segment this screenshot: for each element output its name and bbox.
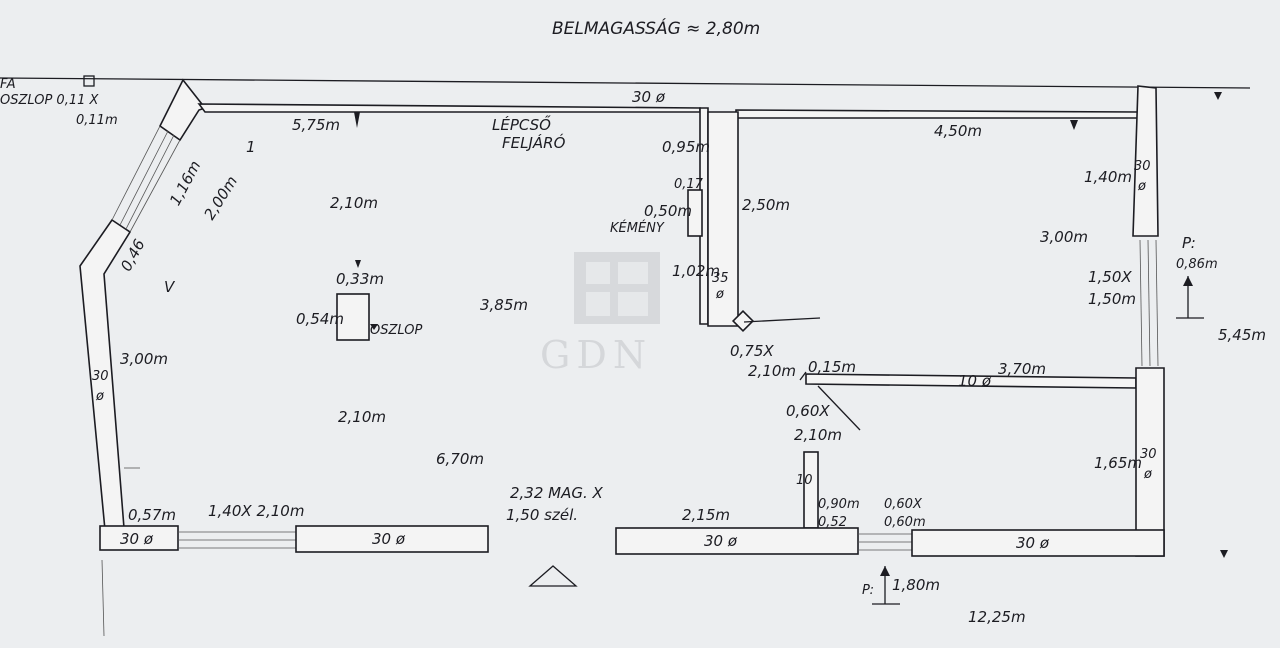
dimension-label: 5,45m [1218, 326, 1266, 344]
wall-top-left-corner [158, 78, 207, 142]
wall-thickness-label: 10 [796, 473, 813, 488]
dimension-label: 2,10m [748, 362, 796, 380]
column-note-3: 0,11m [76, 113, 118, 128]
stairs-label-1: LÉPCSŐ [492, 114, 551, 134]
wall-thickness-label: 30 [1140, 447, 1157, 462]
window-size-label: 2,32 MAG. X [510, 484, 604, 502]
dimension-label: 0,57m [128, 506, 176, 524]
dimension-label: 0,54m [296, 310, 344, 328]
dimension-label: 0,60m [884, 515, 926, 530]
wall-thickness-label: 10 ø [958, 372, 992, 390]
door-hinge [731, 309, 755, 333]
window-size-label: 1,40X 2,10m [208, 502, 304, 520]
dimension-label: 1,50m [1088, 290, 1136, 308]
wall-thickness-label: 30 ø [632, 88, 666, 106]
dimension-label: 0,52 [818, 515, 847, 530]
dimension-label: 3,00m [120, 350, 168, 368]
dimension-label: 2,00m [200, 173, 241, 223]
wall-thickness-label: 35 [712, 271, 729, 286]
dimension-label: 12,25m [968, 608, 1026, 626]
dimension-label: 2,10m [794, 426, 842, 444]
dimension-label: 0,33m [336, 270, 384, 288]
dimension-label: 0,60X [786, 402, 830, 420]
column-note-1: FA [0, 77, 16, 92]
watermark-logo: GDN [540, 252, 660, 377]
dimension-label: 1,40m [1084, 168, 1132, 186]
wall-inner-vertical [803, 451, 819, 529]
chimney [687, 189, 703, 237]
wall-thickness-label: ø [715, 287, 725, 302]
dimension-arrow [354, 112, 360, 128]
wall-thickness-label: 30 ø [704, 532, 738, 550]
wall-bottom-center [295, 525, 489, 553]
dimension-label: 0,60X [884, 497, 923, 512]
dimension-label: 3,85m [480, 296, 528, 314]
wall-right-top [1132, 85, 1159, 237]
dimension-label: 5,75m [292, 116, 340, 134]
wall-bottom-right-2 [911, 529, 1165, 557]
wall-thickness-label: 30 [92, 369, 109, 384]
wall-thickness-label: 30 ø [372, 530, 406, 548]
wall-thickness-label: ø [1143, 467, 1153, 482]
dimension-label: 0,86m [1176, 257, 1218, 272]
dimension-label: 0,95m [662, 138, 710, 156]
dimension-label: 0,17 [674, 177, 704, 192]
dimension-label: 2,50m [742, 196, 790, 214]
wooden-column [83, 75, 95, 87]
dimension-label: 2,10m [330, 194, 378, 212]
dimension-label: 1,80m [892, 576, 940, 594]
p-marker: P: [862, 583, 874, 598]
dimension-label: 3,00m [1040, 228, 1088, 246]
room-marker: 1 [246, 138, 256, 156]
dimension-label: 2,10m [338, 408, 386, 426]
dimension-label: 1,16m [166, 158, 204, 209]
entrance-marker-icon [528, 565, 578, 587]
dimension-label: 0,75X [730, 342, 774, 360]
dimension-label: 0,90m [818, 497, 860, 512]
wall-thickness-label: 30 [1134, 159, 1151, 174]
window-width-label: 1,50 szél. [506, 506, 578, 524]
dimension-label: 6,70m [436, 450, 484, 468]
site-boundary-line [0, 77, 1251, 89]
stairs-label-2: FELJÁRÓ [502, 133, 566, 152]
wall-bottom-right-1 [615, 527, 859, 555]
wall-thickness-label: ø [1137, 179, 1147, 194]
room-marker: V [164, 278, 176, 296]
wall-thickness-label: 30 ø [120, 530, 154, 548]
dimension-label: 4,50m [934, 122, 982, 140]
pillar-label: OSZLOP [370, 323, 422, 338]
wall-thickness-label: ø [95, 389, 105, 404]
dimension-label: 0,50m [644, 202, 692, 220]
column-note-2: OSZLOP 0,11 X [0, 93, 100, 108]
wall-top-left [197, 103, 701, 113]
watermark-text: GDN [540, 333, 652, 377]
dimension-label: 1,50X [1088, 268, 1132, 286]
dimension-label: 1,65m [1094, 454, 1142, 472]
dimension-label: 0,15m [808, 358, 856, 376]
dimension-label: 2,15m [682, 506, 730, 524]
wall-top-right [735, 109, 1139, 119]
pillar [336, 293, 370, 341]
dimension-label: 1,02m [672, 262, 720, 280]
dimension-label: 3,70m [998, 360, 1046, 378]
ceiling-height-title: BELMAGASSÁG ≈ 2,80m [552, 17, 760, 39]
p-marker: P: [1182, 234, 1196, 252]
wall-thickness-label: 30 ø [1016, 534, 1050, 552]
chimney-label: KÉMÉNY [610, 220, 665, 236]
wall-bottom-left [99, 525, 179, 551]
